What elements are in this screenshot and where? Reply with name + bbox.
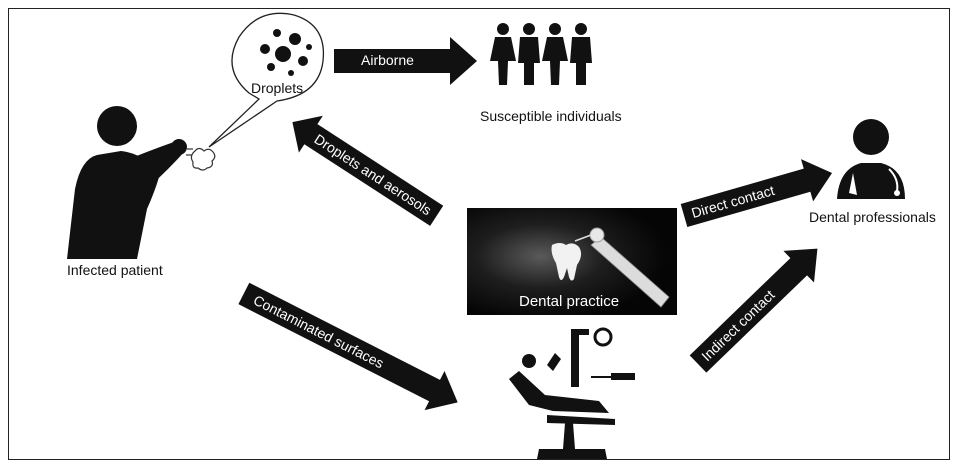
droplets-aerosols-arrow: Droplets and aerosols: [292, 115, 444, 226]
dental-professionals-label: Dental professionals: [809, 209, 936, 225]
contaminated-surfaces-label: Contaminated surfaces: [251, 292, 387, 372]
susceptible-individuals-label: Susceptible individuals: [480, 108, 622, 124]
people-group-icon: [490, 23, 592, 85]
coughing-person-icon: [67, 106, 187, 259]
droplets-aerosols-label: Droplets and aerosols: [312, 131, 435, 219]
droplets-bubble-icon: [208, 12, 325, 148]
indirect-contact-arrow: Indirect contact: [689, 248, 818, 373]
dental-chair-icon: [509, 327, 635, 459]
tooth-icon: [551, 243, 582, 281]
diagram-frame: Infected patient Droplets Airborne: [8, 8, 950, 460]
transmission-diagram: Infected patient Droplets Airborne: [67, 12, 936, 459]
airborne-label: Airborne: [361, 52, 414, 68]
dental-practice-label: Dental practice: [519, 293, 619, 310]
airborne-arrow: [334, 37, 477, 85]
doctor-stethoscope-icon: [837, 119, 905, 199]
infected-patient-label: Infected patient: [67, 262, 163, 278]
dental-drill-photo: [467, 208, 677, 315]
cough-puff-icon: [186, 147, 216, 171]
indirect-contact-label: Indirect contact: [698, 287, 777, 365]
droplets-label: Droplets: [251, 80, 303, 96]
contaminated-surfaces-arrow: Contaminated surfaces: [238, 282, 458, 411]
handpiece: [590, 236, 670, 308]
